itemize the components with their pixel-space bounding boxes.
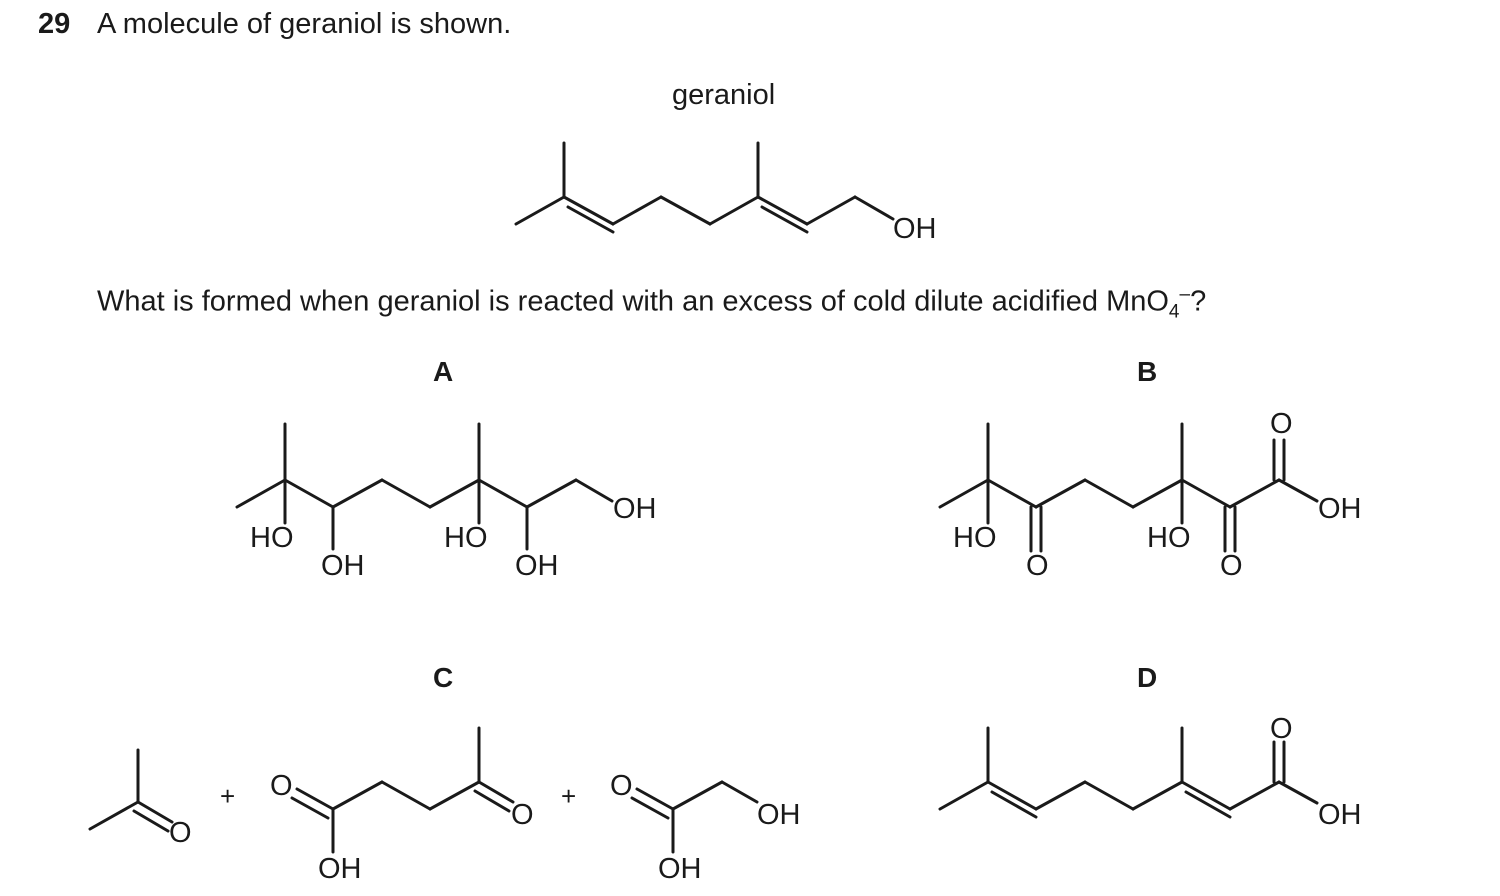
option-a-ho-2: HO [444,522,488,554]
option-b-o-2: O [1220,550,1243,582]
stem-end: ? [1190,285,1207,318]
option-c-o-2: O [270,770,293,802]
option-a-label: A [433,356,454,387]
option-a-oh-2: OH [515,550,559,582]
option-c-label: C [433,662,454,693]
option-d-o: O [1270,713,1293,745]
option-c-plus-2: + [561,781,576,811]
option-b-label: B [1137,356,1158,387]
option-b-o-1: O [1026,550,1049,582]
option-b-o-3: O [1270,408,1293,440]
option-c-o-4: O [610,770,633,802]
option-d-oh: OH [1318,799,1362,831]
option-a-oh-3: OH [613,493,657,525]
option-b-structure: HO O HO O O OH [938,408,1362,582]
option-a-oh-1: OH [321,550,365,582]
stem-superscript: – [1179,284,1191,305]
option-c-o-1: O [169,817,192,849]
question-number: 29 [38,8,71,40]
geraniol-structure: geraniol OH [514,79,937,245]
option-b-ho-1: HO [953,522,997,554]
geraniol-oh: OH [893,213,937,245]
option-c-structure: O + O O OH + O OH OH [88,726,801,885]
option-a-ho-1: HO [250,522,294,554]
option-c-oh-1: OH [318,853,362,885]
geraniol-caption: geraniol [672,79,775,111]
question-intro: A molecule of geraniol is shown. [97,8,512,40]
option-d-structure: O OH [938,713,1362,831]
option-c-plus-1: + [220,781,235,811]
option-b-ho-2: HO [1147,522,1191,554]
option-c-o-3: O [511,799,534,831]
stem-text: What is formed when geraniol is reacted … [97,285,1169,318]
option-c-oh-3: OH [658,853,702,885]
question-stem: What is formed when geraniol is reacted … [97,284,1206,323]
stem-subscript: 4 [1168,301,1180,323]
option-a-structure: HO OH HO OH OH [235,422,657,582]
option-b-oh: OH [1318,493,1362,525]
option-d-label: D [1137,662,1158,693]
option-c-oh-2: OH [757,799,801,831]
